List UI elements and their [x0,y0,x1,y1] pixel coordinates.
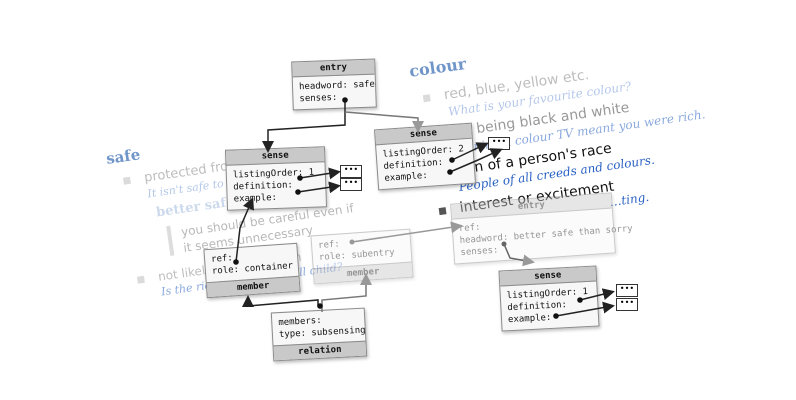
wire-dot [577,297,583,303]
wire-ref-left [235,197,254,263]
wire-dot [447,169,453,175]
wire-dot [342,97,348,103]
wire-dot [449,157,455,163]
ellipsis-box: ••• [616,298,638,311]
wire-members-left [242,295,319,307]
wire-senses-right [503,243,535,267]
wire-dot [295,189,301,195]
wire-dot [501,241,507,247]
ellipsis-box: ••• [340,165,362,178]
wire-dot [297,175,303,181]
wire-example-left [297,181,341,194]
ellipsis-box: ••• [616,284,638,297]
wire-dot [317,303,323,309]
wire-definition-left [299,167,341,180]
wire-senses-to-sense-1 [262,100,346,153]
wire-dot [553,313,559,319]
wire-example-mid [449,148,503,173]
wire-senses-to-sense-2 [344,111,424,133]
wire-definition-mid [451,142,489,161]
wire-dot [349,239,355,245]
wire-definition-right [579,288,615,301]
wire-example-right [555,301,615,317]
wire-ref-right [351,221,463,243]
wire-members-right [321,273,372,312]
wire-dot [233,259,239,265]
